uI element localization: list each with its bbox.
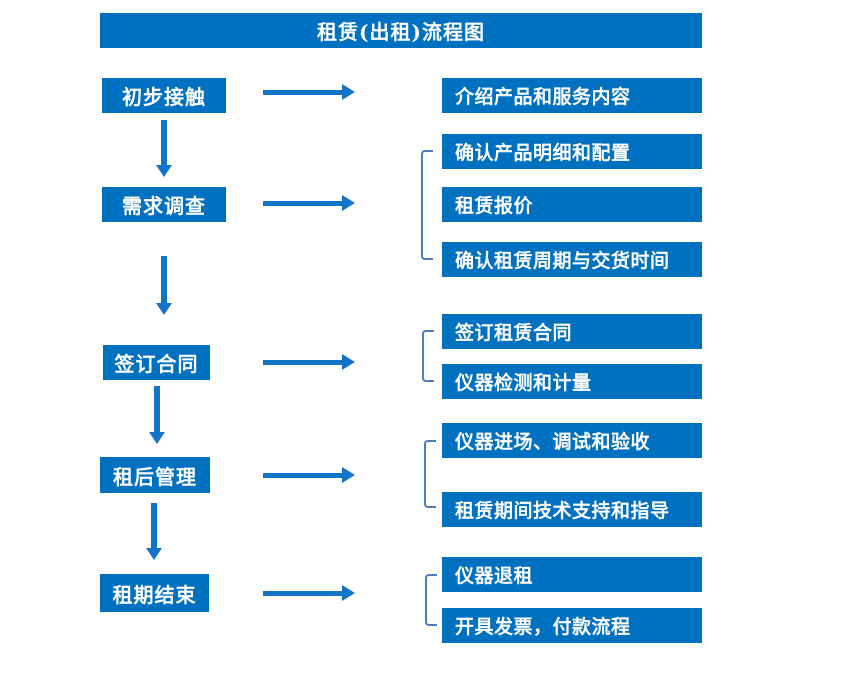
detail-box-confirm-product-config: 确认产品明细和配置: [442, 134, 702, 169]
right-arrow-shaft: [263, 200, 342, 206]
right-arrow-5: [263, 585, 355, 601]
detail-box-introduce-products: 介绍产品和服务内容: [442, 78, 702, 113]
group-bracket-sign-contract: [422, 330, 434, 382]
step-box-sign-contract: 签订合同: [103, 345, 210, 380]
right-arrow-2: [263, 195, 355, 211]
detail-box-instrument-return: 仪器退租: [442, 557, 702, 592]
detail-box-rental-quote: 租赁报价: [442, 187, 702, 222]
down-arrow-2: [156, 256, 172, 315]
right-arrow-head: [342, 84, 355, 100]
right-arrow-shaft: [263, 359, 342, 365]
flowchart-title: 租赁(出租)流程图: [100, 13, 702, 48]
right-arrow-shaft: [263, 472, 342, 478]
right-arrow-shaft: [263, 89, 342, 95]
right-arrow-head: [342, 354, 355, 370]
detail-box-confirm-period-delivery: 确认租赁周期与交货时间: [442, 242, 702, 277]
right-arrow-4: [263, 467, 355, 483]
down-arrow-head: [156, 303, 172, 315]
step-box-rental-end: 租期结束: [100, 574, 209, 612]
step-box-demand-survey: 需求调查: [102, 187, 226, 222]
down-arrow-shaft: [161, 256, 167, 303]
down-arrow-head: [156, 165, 172, 177]
detail-box-tech-support: 租赁期间技术支持和指导: [442, 492, 702, 527]
detail-box-invoice-payment: 开具发票，付款流程: [442, 608, 702, 643]
step-box-post-rental-management: 租后管理: [100, 457, 210, 493]
down-arrow-3: [149, 386, 165, 444]
down-arrow-shaft: [151, 503, 157, 548]
down-arrow-shaft: [154, 386, 160, 432]
right-arrow-shaft: [263, 590, 342, 596]
right-arrow-1: [263, 84, 355, 100]
right-arrow-3: [263, 354, 355, 370]
right-arrow-head: [342, 585, 355, 601]
detail-box-instrument-setup-acceptance: 仪器进场、调试和验收: [442, 423, 702, 458]
step-box-initial-contact: 初步接触: [102, 78, 226, 113]
down-arrow-head: [149, 432, 165, 444]
group-bracket-post-rental-management: [424, 440, 436, 508]
right-arrow-head: [342, 195, 355, 211]
group-bracket-demand-survey: [421, 150, 433, 260]
detail-box-instrument-inspection: 仪器检测和计量: [442, 364, 702, 399]
detail-box-sign-rental-contract: 签订租赁合同: [442, 314, 702, 349]
down-arrow-1: [156, 120, 172, 177]
group-bracket-rental-end: [425, 574, 437, 626]
down-arrow-shaft: [161, 120, 167, 165]
down-arrow-4: [146, 503, 162, 560]
down-arrow-head: [146, 548, 162, 560]
right-arrow-head: [342, 467, 355, 483]
